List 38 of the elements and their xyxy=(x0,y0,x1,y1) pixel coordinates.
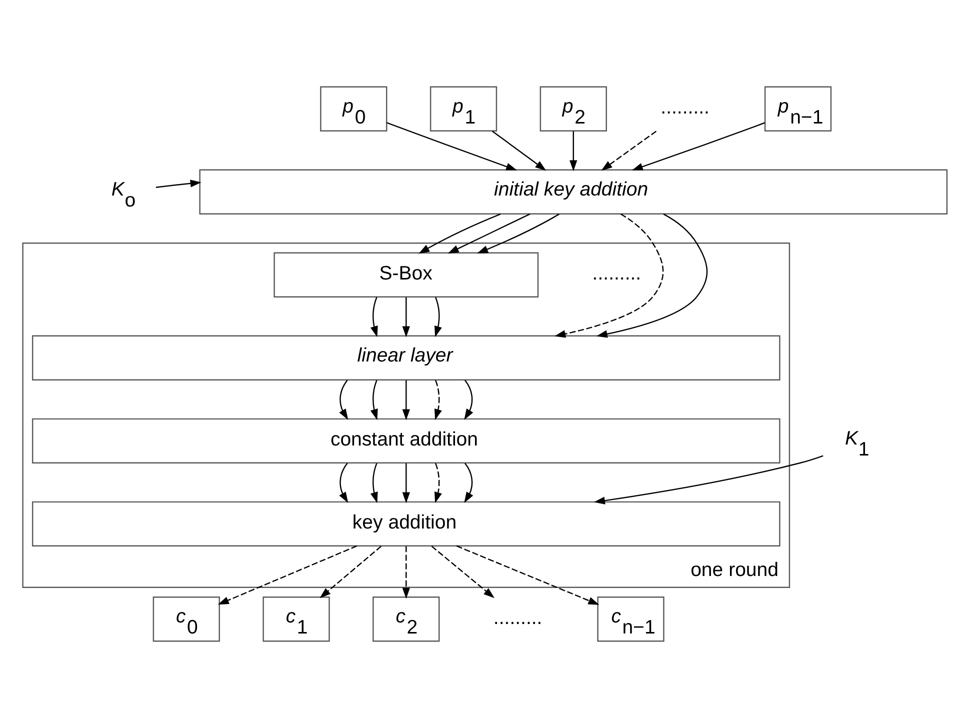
node-box: S-Box xyxy=(274,252,539,297)
arrow xyxy=(402,462,410,503)
arrow xyxy=(339,462,348,502)
arrow xyxy=(402,296,410,337)
arrow xyxy=(386,122,518,170)
arrow xyxy=(418,212,501,254)
arrow xyxy=(402,380,410,420)
arrow xyxy=(218,544,358,604)
node-box: initial key addition xyxy=(199,168,948,214)
arrow xyxy=(339,379,348,420)
node-box: key addition xyxy=(32,500,780,546)
arrow xyxy=(554,213,664,338)
arrow xyxy=(434,462,442,503)
arrow xyxy=(464,462,474,502)
arrow xyxy=(434,296,442,337)
node-text: ......... xyxy=(493,606,542,628)
arrow xyxy=(370,462,378,503)
arrow xyxy=(370,296,378,337)
arrow xyxy=(402,546,410,598)
arrow xyxy=(456,544,600,604)
arrow xyxy=(632,122,766,170)
node-box: linear layer xyxy=(32,334,780,380)
arrow xyxy=(477,213,560,254)
arrow xyxy=(448,213,530,254)
arrow xyxy=(156,179,202,188)
arrow xyxy=(601,130,657,170)
arrow xyxy=(370,380,378,420)
label: ......... xyxy=(592,262,642,284)
node-text: ......... xyxy=(660,96,710,118)
arrow xyxy=(492,130,546,170)
arrow xyxy=(464,379,474,420)
arrow xyxy=(434,380,442,420)
arrow xyxy=(596,213,708,338)
arrow xyxy=(594,454,824,504)
arrow xyxy=(431,545,494,598)
arrow xyxy=(320,545,382,598)
arrow xyxy=(570,130,578,171)
node-box: constant addition xyxy=(32,418,780,463)
